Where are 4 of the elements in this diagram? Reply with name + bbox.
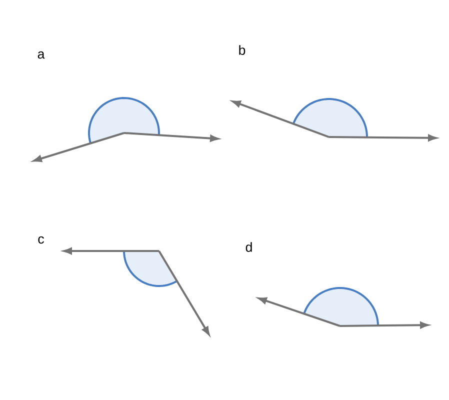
panel-label: a [38,51,45,59]
panel-label: c [38,236,44,244]
panel-label: b [239,45,246,55]
panel-label: d [246,242,252,252]
